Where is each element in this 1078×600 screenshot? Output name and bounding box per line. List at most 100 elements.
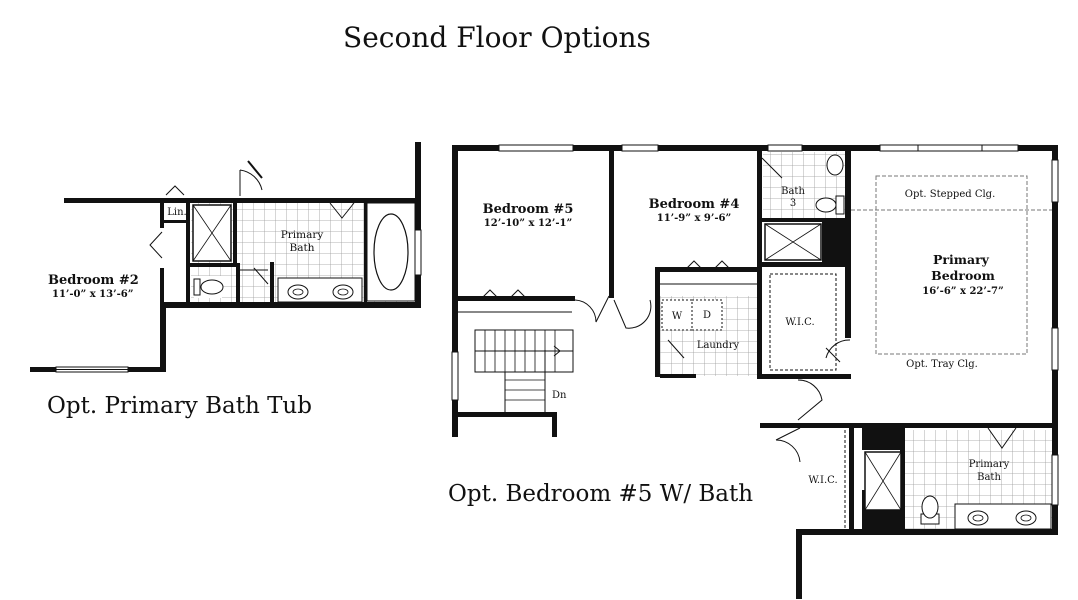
laundry-door [667,339,685,359]
shower-drain-lines [864,451,902,511]
sink-basin [972,514,984,522]
tray-ceiling-label: Opt. Tray Clg. [906,359,978,370]
sink-basin [292,288,304,296]
shower-drain-lines [764,223,822,261]
window [414,229,422,276]
toilet-tank [835,195,845,215]
solid-chase [862,426,904,450]
wall [452,412,556,417]
sink-basin [1020,514,1032,522]
shower-drain-lines [192,204,232,262]
door-swing [240,267,269,285]
primary-bedroom-label-line1: Primary [933,252,990,267]
wall [160,198,164,228]
window [767,144,803,152]
bedroom-5-dimensions: 12’-10” x 12’-1” [484,218,572,229]
page-title: Second Floor Options [343,21,651,54]
wall [849,426,854,532]
wall [552,412,557,437]
sink-basin [337,288,349,296]
door-leaf [247,160,263,179]
wall [190,263,238,267]
bedroom-4-door [613,299,652,329]
window [451,351,459,401]
wall [800,529,1058,535]
primary-bath-label-line1: Primary [281,229,324,241]
closet-door [149,231,163,259]
wall [160,268,164,304]
bath-3-label-line1: Bath [781,186,805,197]
wall [233,198,237,264]
freestanding-tub [373,213,409,291]
wall [64,198,420,203]
bedroom-5-label: Bedroom #5 [483,202,574,217]
wall [452,145,458,437]
wic-shelving [769,273,837,371]
wall [270,262,274,304]
stairs-down-label: Dn [552,390,567,401]
window [1051,454,1059,506]
door-swing [329,202,355,219]
bedroom-4-dimensions: 11’-9” x 9’-6” [657,213,731,224]
solid-chase [822,218,850,264]
bedroom-4-label: Bedroom #4 [649,197,740,212]
wall [609,148,614,298]
wall [796,529,802,599]
washer-label: W [672,311,683,322]
wall [757,374,851,379]
lower-wic-label: W.I.C. [808,475,837,486]
primary-bedroom-label-line2: Bedroom [931,268,995,283]
wall [660,374,696,378]
sink [332,284,354,300]
toilet-tank [193,278,201,296]
window [1051,327,1059,371]
bath-3-sink [826,154,844,176]
wall [186,198,190,306]
bath-3-door [761,157,783,179]
stepped-ceiling-label: Opt. Stepped Clg. [905,189,996,200]
bath-3-label-line2: 3 [790,198,796,209]
window [498,144,574,152]
toilet-bowl [200,279,224,295]
wall [452,145,1058,151]
upper-wic-label: W.I.C. [785,317,814,328]
wall [162,220,188,223]
window [621,144,659,152]
linen-door [165,185,185,196]
closet-doors [481,289,527,299]
door-swing [239,169,263,196]
wall [160,302,421,308]
wall [415,142,421,307]
primary-bath-label-line2: Bath [977,472,1001,483]
dryer-label: D [703,310,711,321]
primary-bath-label-line2: Bath [290,242,315,254]
sink [967,510,989,526]
right-plan: Dn W D Laundry W.I.C. Opt. Stepped Clg. … [451,144,1059,599]
closet-doors [685,260,731,270]
wall [760,423,1058,428]
wall [900,426,905,532]
toilet-bowl [815,197,837,213]
wic-door [825,339,851,363]
laundry-label: Laundry [697,340,740,351]
wall [655,267,660,377]
wall [236,263,240,303]
window [879,144,1019,152]
tray-ceiling-outline [875,175,1028,355]
wall [364,198,367,306]
sink [1015,510,1037,526]
primary-bedroom-dimensions: 16’-6” x 22’-7” [922,286,1003,297]
primary-bath-door [987,427,1017,449]
bedroom-2-label: Bedroom #2 [48,273,139,288]
sink [287,284,309,300]
wall [757,262,849,267]
right-plan-caption: Opt. Bedroom #5 W/ Bath [448,481,753,507]
bedroom-5-door [574,295,610,323]
toilet-bowl [921,495,939,519]
linen-label: Lin. [167,207,186,218]
left-plan-caption: Opt. Primary Bath Tub [47,393,312,419]
bedroom-2-dimensions: 11’-0” x 13’-6” [52,289,133,300]
primary-bath-label-line1: Primary [969,459,1010,470]
